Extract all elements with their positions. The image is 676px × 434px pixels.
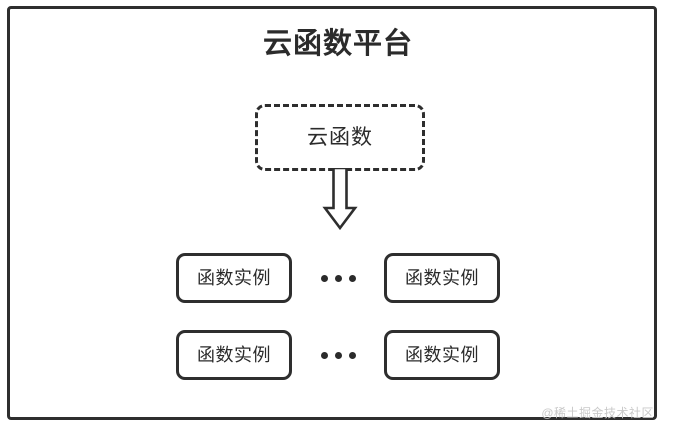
function-instance-box: 函数实例 bbox=[176, 330, 292, 380]
ellipsis-dot bbox=[334, 274, 342, 282]
instance-row-1: 函数实例 函数实例 bbox=[0, 253, 676, 303]
ellipsis-indicator bbox=[292, 330, 384, 380]
function-instance-box: 函数实例 bbox=[384, 330, 500, 380]
function-instance-label: 函数实例 bbox=[405, 268, 479, 288]
function-instance-label: 函数实例 bbox=[197, 268, 271, 288]
function-instance-label: 函数实例 bbox=[405, 345, 479, 365]
function-instance-box: 函数实例 bbox=[176, 253, 292, 303]
function-instance-label: 函数实例 bbox=[197, 345, 271, 365]
ellipsis-dot bbox=[334, 351, 342, 359]
ellipsis-dot bbox=[320, 351, 328, 359]
ellipsis-dot bbox=[348, 274, 356, 282]
ellipsis-indicator bbox=[292, 253, 384, 303]
ellipsis-dot bbox=[348, 351, 356, 359]
down-block-arrow-icon bbox=[320, 166, 360, 232]
watermark: @稀土掘金技术社区 bbox=[541, 406, 654, 420]
instance-row-2: 函数实例 函数实例 bbox=[0, 330, 676, 380]
page-title: 云函数平台 bbox=[262, 28, 413, 60]
cloud-function-node: 云函数 bbox=[255, 104, 425, 171]
ellipsis-dot bbox=[320, 274, 328, 282]
cloud-function-label: 云函数 bbox=[307, 126, 373, 149]
function-instance-box: 函数实例 bbox=[384, 253, 500, 303]
